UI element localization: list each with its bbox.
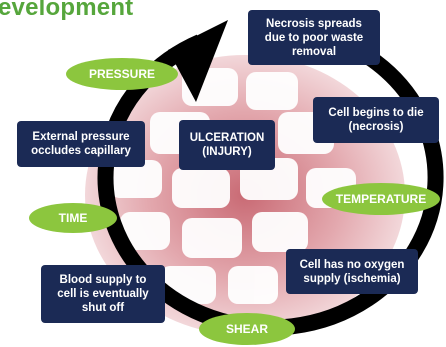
step-line: (necrosis) [348, 121, 404, 133]
step-external-pressure: External pressure occludes capillary [17, 121, 145, 167]
factor-pressure: PRESSURE [66, 58, 178, 90]
step-line: External pressure [32, 131, 130, 143]
cell [246, 72, 298, 110]
step-line: Cell has no oxygen [299, 258, 405, 271]
step-line: cell is eventually [57, 288, 149, 300]
step-line: Necrosis spreads [266, 17, 362, 30]
step-cell-no-oxygen: Cell has no oxygen supply (ischemia) [286, 249, 418, 294]
step-line: Cell begins to die [328, 107, 424, 119]
center-line: ULCERATION [189, 132, 265, 144]
cell [182, 218, 242, 258]
step-necrosis-spreads: Necrosis spreads due to poor waste remov… [248, 10, 380, 65]
step-line: occludes capillary [31, 145, 131, 157]
center-line: (INJURY) [202, 146, 252, 158]
cell [120, 212, 170, 250]
step-line: Blood supply to [59, 274, 147, 286]
page-title: evelopment [0, 0, 134, 21]
factor-shear: SHEAR [199, 313, 295, 345]
cell [252, 212, 308, 252]
cell [172, 168, 230, 208]
step-line: due to poor waste [264, 31, 364, 44]
step-blood-supply-shut: Blood supply to cell is eventually shut … [41, 265, 165, 323]
step-line: supply (ischemia) [303, 272, 401, 285]
cycle-arrowhead [168, 20, 228, 102]
cell [110, 160, 162, 198]
factor-time: TIME [29, 203, 117, 233]
factor-temperature: TEMPERATURE [322, 183, 440, 215]
step-line: removal [291, 45, 337, 58]
step-line: shut off [81, 302, 125, 314]
cell [228, 266, 278, 304]
step-cell-begins-to-die: Cell begins to die (necrosis) [313, 97, 439, 143]
center-ulceration: ULCERATION (INJURY) [179, 120, 275, 170]
